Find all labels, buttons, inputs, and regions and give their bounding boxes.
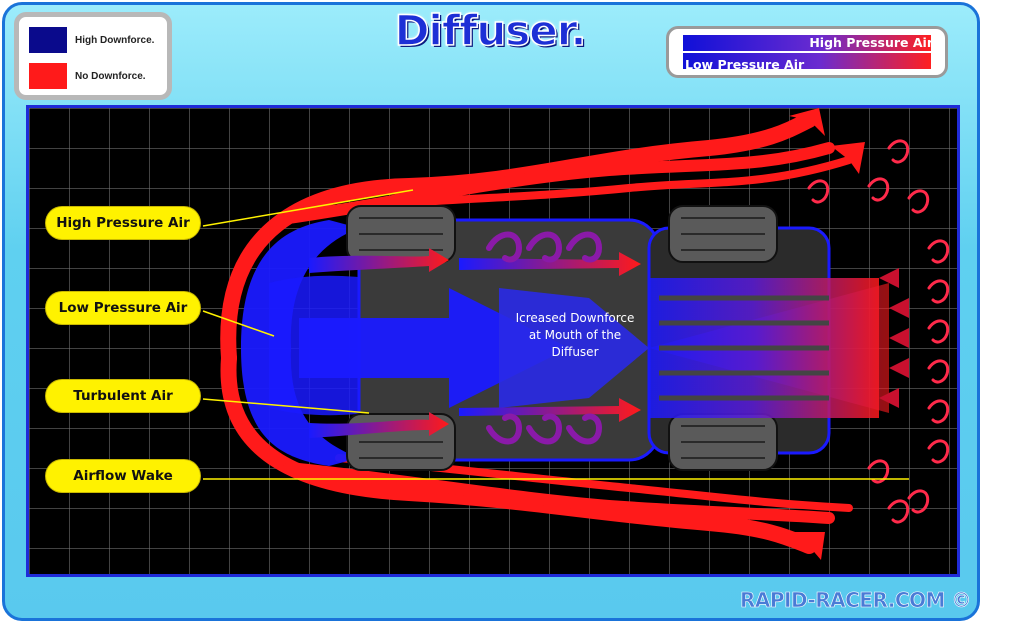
legend-swatch-blue (29, 27, 67, 53)
center-annotation-line: Diffuser (551, 345, 599, 359)
callout-turbulent: Turbulent Air (46, 380, 200, 412)
callout-low-pressure: Low Pressure Air (46, 292, 200, 324)
center-annotation-line: at Mouth of the (528, 328, 622, 342)
legend-item-high-downforce: High Downforce. (29, 27, 154, 53)
turbulent-air-curls (486, 231, 603, 445)
airflow-graphic (202, 108, 950, 560)
legend: High Downforce. No Downforce. (14, 12, 172, 100)
brand-watermark: RAPID-RACER.COM © (740, 588, 972, 613)
pressure-gradient-arrow (671, 35, 943, 69)
callout-high-pressure: High Pressure Air (46, 207, 200, 239)
pressure-low-label: Low Pressure Air (685, 57, 805, 72)
legend-swatch-red (29, 63, 67, 89)
high-pressure-streams-top (220, 112, 853, 366)
legend-label: High Downforce. (75, 34, 155, 46)
page-title: Diffuser. (394, 5, 587, 56)
airflow-diagram (26, 105, 960, 577)
callout-airflow-wake: Airflow Wake (46, 460, 200, 492)
center-annotation: Icreased Downforce at Mouth of the Diffu… (486, 310, 664, 361)
legend-item-no-downforce: No Downforce. (29, 63, 146, 89)
pressure-high-label: High Pressure Air (809, 35, 933, 50)
legend-label: No Downforce. (75, 70, 146, 82)
center-annotation-line: Icreased Downforce (515, 311, 635, 325)
wake-curls (807, 139, 950, 524)
callout-leader-lines (202, 189, 909, 480)
pressure-key: High Pressure Air Low Pressure Air (666, 26, 948, 78)
